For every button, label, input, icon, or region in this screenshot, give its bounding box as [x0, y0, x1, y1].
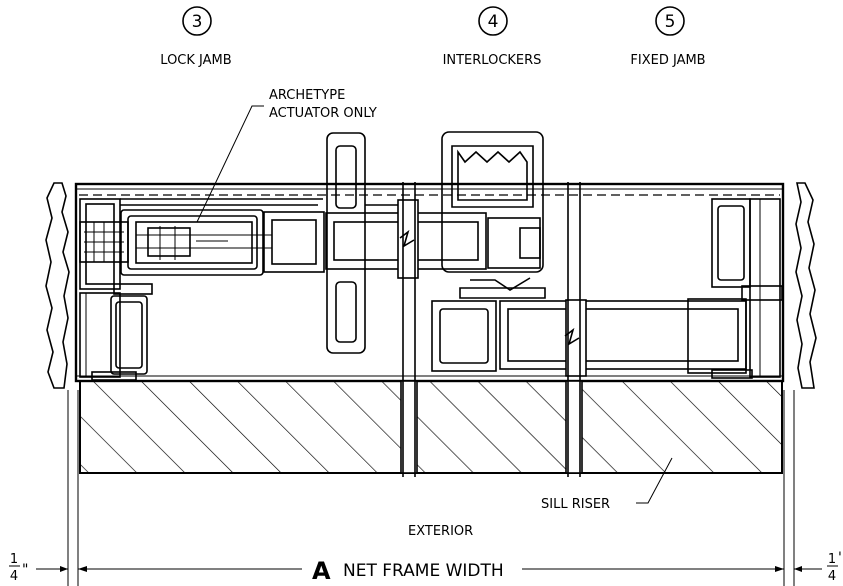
dim-left-mark: "	[22, 562, 28, 578]
callout-bubble	[478, 6, 508, 36]
riser-break-right	[565, 380, 583, 474]
break-lines	[399, 182, 581, 477]
dim-right-mark: '	[838, 550, 842, 566]
concrete-wall-left	[45, 182, 70, 389]
callout-number: 5	[665, 12, 676, 32]
actuator-note-line2: ACTUATOR ONLY	[269, 106, 377, 121]
sash-hook-profile	[263, 132, 405, 354]
sill-riser-note: SILL RISER	[541, 457, 673, 512]
callout-fixed-jamb: 5 FIXED JAMB	[630, 6, 706, 68]
callout-bubble	[182, 6, 212, 36]
dim-letter: A	[312, 557, 331, 585]
sill-riser-body	[79, 380, 783, 474]
actuator-note: ARCHETYPE ACTUATOR ONLY	[196, 88, 377, 223]
riser-break-left	[400, 380, 418, 474]
interlocker-profile	[441, 131, 546, 299]
dim-left-num: 1	[10, 552, 18, 567]
lock-jamb-profile	[79, 198, 323, 381]
actuator-housing	[120, 209, 272, 276]
callout-label: LOCK JAMB	[160, 53, 231, 68]
sill-riser-label: SILL RISER	[541, 497, 610, 512]
concrete-wall-right	[795, 182, 817, 389]
callout-label: FIXED JAMB	[630, 53, 705, 68]
callout-bubble	[655, 6, 685, 36]
callout-number: 4	[488, 12, 499, 32]
dim-label: NET FRAME WIDTH	[343, 561, 504, 581]
callout-number: 3	[192, 12, 203, 32]
actuator-note-line1: ARCHETYPE	[269, 88, 345, 103]
callout-interlockers: 4 INTERLOCKERS	[443, 6, 542, 68]
lock-keeper	[79, 221, 129, 263]
dim-right-num: 1	[828, 552, 836, 567]
exterior-label: EXTERIOR	[408, 524, 473, 539]
sliding-panel-right	[431, 298, 747, 377]
sill-riser	[79, 380, 783, 474]
dimension-line: 1 4 " A NET FRAME WIDTH 1 4 '	[9, 390, 842, 586]
fixed-jamb-profile	[711, 198, 783, 379]
callout-lock-jamb: 3 LOCK JAMB	[160, 6, 232, 68]
sill-riser-leader	[636, 457, 673, 504]
dim-right-den: 4	[828, 569, 836, 584]
dim-left-den: 4	[10, 569, 18, 584]
callout-label: INTERLOCKERS	[443, 53, 542, 68]
